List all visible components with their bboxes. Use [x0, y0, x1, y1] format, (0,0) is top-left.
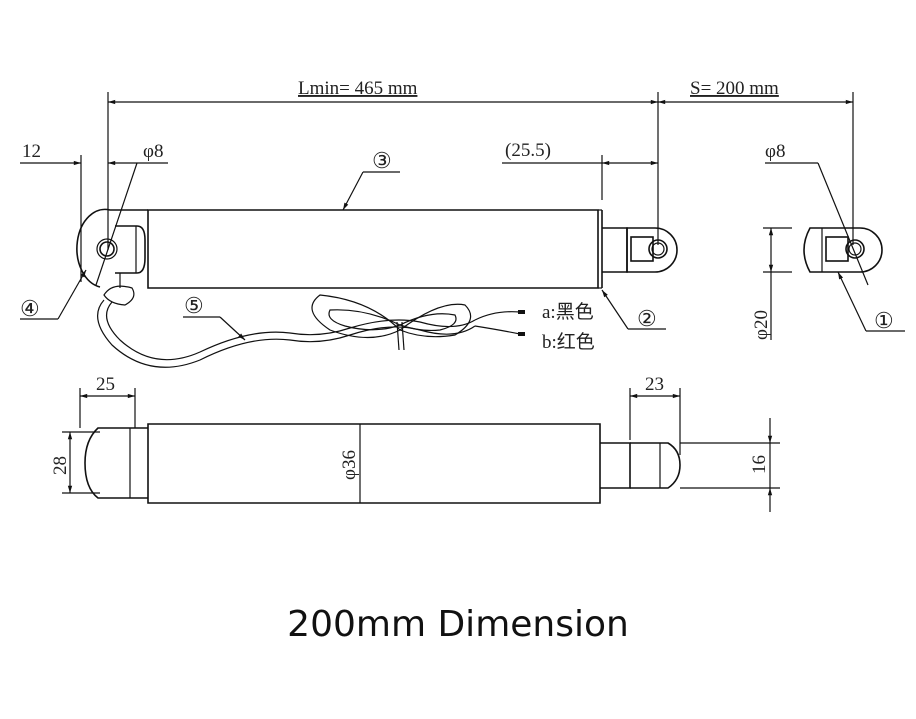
callout-2: ②	[637, 307, 657, 332]
callout-5: ⑤	[184, 294, 204, 319]
cap-length-label: 25	[96, 374, 115, 395]
wire-a-label: a:黑色	[542, 301, 594, 323]
right-offset-label: (25.5)	[505, 140, 551, 161]
callout-4: ④	[20, 297, 40, 322]
lmin-label: Lmin= 465 mm	[298, 78, 418, 99]
callout-3: ③	[372, 149, 392, 174]
rod-diameter-label: φ20	[751, 310, 772, 340]
callout-1: ①	[874, 309, 894, 334]
left-offset-label: 12	[22, 141, 41, 162]
callouts: ③ ④ ⑤ ② ①	[20, 149, 905, 341]
actuator-body-side-view: φ36	[84, 423, 681, 504]
side-view-dimensions: 25 28 23 16	[50, 374, 780, 512]
page-title: 200mm Dimension	[287, 604, 629, 645]
actuator-body-top-view	[76, 208, 678, 306]
left-hole-label: φ8	[143, 141, 163, 162]
cap-height-label: 28	[50, 456, 71, 475]
body-diameter-label: φ36	[339, 450, 360, 480]
wire-b-label: b:红色	[542, 331, 595, 353]
rod-length-label: 23	[645, 374, 664, 395]
cable: a:黑色 b:红色	[97, 294, 595, 368]
rod-end-view: φ20 φ8	[751, 141, 883, 340]
lmin-dimension: Lmin= 465 mm S= 200 mm	[107, 78, 854, 250]
rod-hole-label: φ8	[765, 141, 785, 162]
left-offset-dimension: 12 φ8	[20, 141, 168, 286]
right-offset-dimension: (25.5)	[502, 140, 658, 200]
stroke-label: S= 200 mm	[690, 78, 779, 99]
rod-height-label: 16	[749, 455, 770, 474]
